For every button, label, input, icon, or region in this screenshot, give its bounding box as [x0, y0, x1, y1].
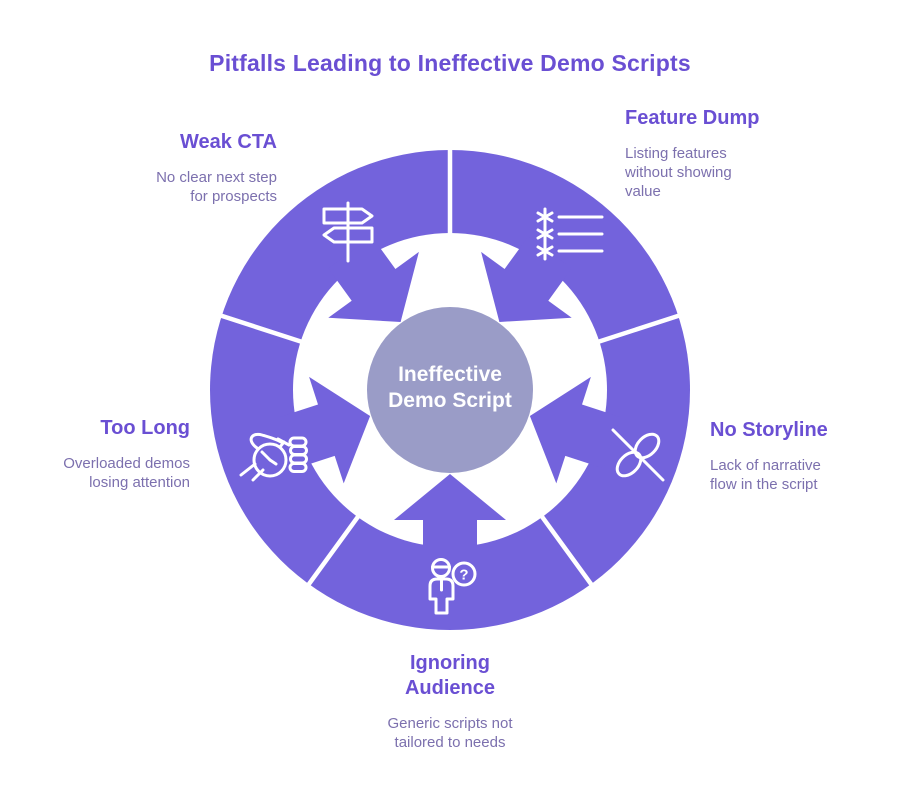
pitfall-no-storyline: No Storyline Lack of narrative flow in t… — [710, 418, 835, 494]
signpost-icon — [322, 201, 374, 263]
pitfall-description: Overloaded demos losing attention — [63, 455, 190, 492]
segment-divider — [213, 311, 308, 346]
icon-layer: ? — [239, 201, 665, 615]
page-title: Pitfalls Leading to Ineffective Demo Scr… — [209, 50, 691, 76]
center-label-line2: Demo Script — [388, 389, 512, 412]
segment-divider — [536, 510, 598, 592]
segment-divider — [592, 311, 687, 346]
pitfall-description: Lack of narrative flow in the script — [710, 457, 821, 494]
inward-arrows — [280, 236, 620, 560]
crossed-loop-icon — [611, 428, 665, 482]
center-circle — [367, 307, 533, 473]
hand-stopwatch-icon — [239, 432, 308, 482]
pitfall-description: Listing features without showing value — [625, 145, 732, 201]
pitfall-weak-cta: Weak CTA No clear next step for prospect… — [145, 130, 277, 206]
segment-dividers — [213, 142, 687, 592]
question-mark-glyph: ? — [459, 567, 468, 584]
center-label-line1: Ineffective — [398, 363, 502, 386]
center-label: Ineffective Demo Script — [350, 362, 550, 414]
pitfall-label: Weak CTA — [179, 131, 277, 153]
segment-divider — [302, 510, 364, 592]
pitfall-label: No Storyline — [710, 419, 828, 441]
pitfall-label: Ignoring Audience — [404, 652, 496, 699]
pitfall-label: Too Long — [100, 417, 190, 439]
inward-arrow — [481, 236, 572, 322]
pitfall-label: Feature Dump — [625, 107, 760, 129]
pitfall-ignoring-audience: Ignoring Audience Generic scripts not ta… — [375, 651, 525, 752]
pitfall-description: No clear next step for prospects — [156, 169, 277, 206]
inward-arrow — [328, 236, 419, 322]
pitfall-too-long: Too Long Overloaded demos losing attenti… — [55, 416, 190, 492]
pitfall-feature-dump: Feature Dump Listing features without sh… — [625, 106, 760, 201]
feature-list-icon — [536, 207, 604, 261]
pitfall-description: Generic scripts not tailored to needs — [387, 715, 513, 752]
inward-arrow — [394, 474, 506, 560]
inward-arrow — [280, 376, 371, 484]
inward-arrow — [529, 376, 620, 484]
person-question-icon: ? — [428, 558, 477, 615]
